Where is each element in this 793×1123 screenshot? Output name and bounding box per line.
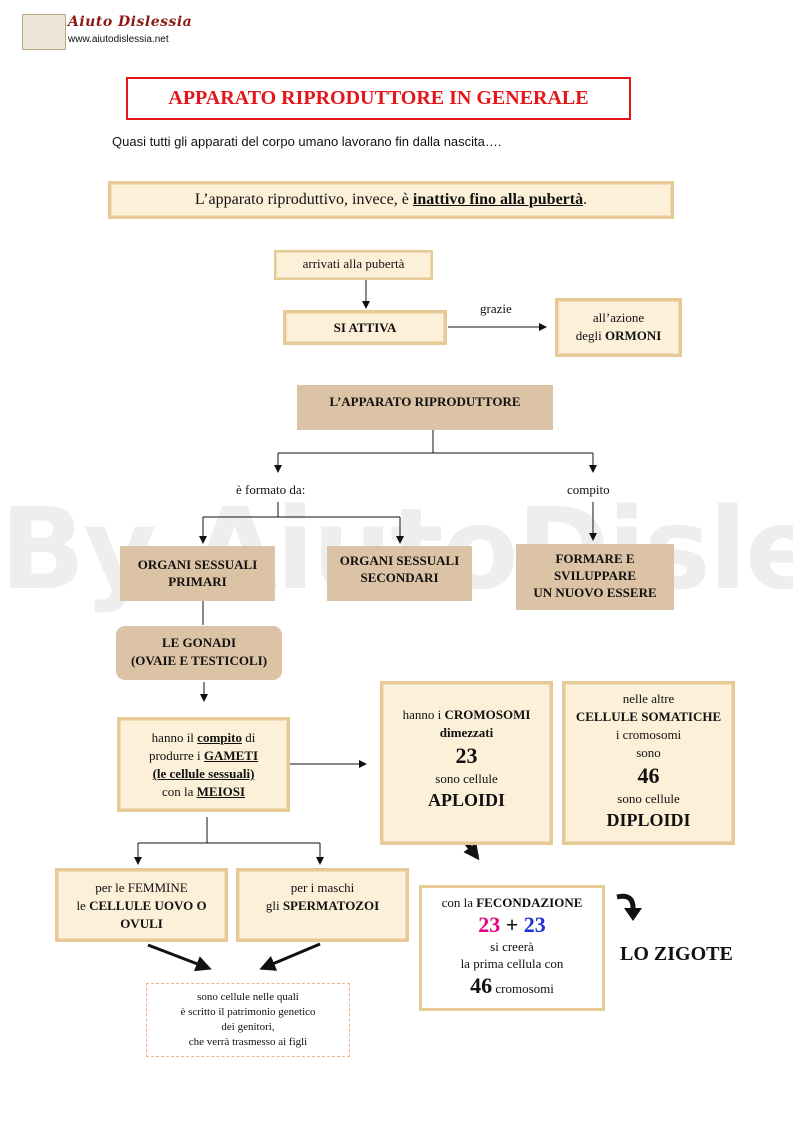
fertilization-l5: cromosomi [492, 981, 554, 996]
females-line1: per le FEMMINE [95, 880, 188, 895]
page-title: APPARATO RIPRODUTTORE IN GENERALE [126, 77, 631, 120]
fertilization-number-2: 23 [523, 912, 546, 937]
new-being-line3: UN NUOVO ESSERE [533, 585, 657, 600]
diploid-l4: sono [636, 745, 661, 760]
primary-organs-line1: ORGANI SESSUALI [137, 557, 258, 572]
gametes-l1-post: di [241, 730, 256, 745]
inactive-post: . [583, 191, 588, 208]
apparatus-box: L’APPARATO RIPRODUTTORE [297, 385, 553, 430]
fertilization-l1-pre: con la [441, 895, 477, 910]
diploid-box: nelle altre CELLULE SOMATICHE i cromosom… [562, 681, 735, 845]
gametes-l1-emph: compito [197, 730, 242, 745]
new-being-line1: FORMARE E [555, 551, 635, 566]
gonads-line2: (OVAIE E TESTICOLI) [130, 653, 268, 668]
fertilization-number-1: 23 [478, 912, 501, 937]
diploid-number: 46 [637, 763, 660, 788]
gametes-l2-emph: GAMETI [203, 748, 259, 763]
haploid-l1-pre: hanno i [402, 707, 445, 722]
haploid-l5: APLOIDI [427, 790, 505, 810]
diploid-l7: DIPLOIDI [606, 810, 691, 830]
activates-box: SI ATTIVA [283, 310, 447, 345]
secondary-organs-line1: ORGANI SESSUALI [339, 553, 460, 568]
primary-organs-box: ORGANI SESSUALI PRIMARI [120, 546, 275, 601]
inactive-box: L’apparato riproduttivo, invece, è inatt… [108, 181, 674, 219]
gametes-l4-pre: con la [161, 784, 197, 799]
males-line2-pre: gli [265, 898, 283, 913]
males-line2-bold: SPERMATOZOI [282, 898, 380, 913]
logo-image [22, 14, 66, 50]
gonads-box: LE GONADI (OVAIE E TESTICOLI) [116, 626, 282, 680]
puberty-box: arrivati alla pubertà [274, 250, 433, 280]
hormones-box: all’azione degli ORMONI [555, 298, 682, 357]
females-box: per le FEMMINE le CELLULE UOVO O OVULI [55, 868, 228, 942]
logo-title: Aiuto Dislessia [68, 14, 193, 30]
diploid-l1: nelle altre [622, 691, 675, 706]
secondary-organs-line2: SECONDARI [360, 570, 439, 585]
males-line1: per i maschi [290, 880, 355, 895]
females-line3: OVULI [120, 916, 163, 931]
fertilization-box: con la FECONDAZIONE 23 + 23 si creerà la… [419, 885, 605, 1011]
fertilization-number-3: 46 [470, 973, 493, 998]
haploid-l2: dimezzati [439, 725, 494, 740]
fertilization-plus: + [505, 912, 519, 937]
genetic-note: sono cellule nelle quali è scritto il pa… [146, 983, 350, 1057]
fertilization-l1-bold: FECONDAZIONE [476, 895, 583, 910]
gametes-l4-emph: MEIOSI [196, 784, 246, 799]
males-box: per i maschi gli SPERMATOZOI [236, 868, 409, 942]
hormones-line1: all’azione [592, 310, 645, 325]
new-being-box: FORMARE E SVILUPPARE UN NUOVO ESSERE [516, 544, 674, 610]
hormones-line2-pre: degli [575, 328, 605, 343]
genetic-l1: sono cellule nelle quali [197, 991, 299, 1003]
diploid-l2: CELLULE SOMATICHE [575, 709, 722, 724]
secondary-organs-box: ORGANI SESSUALI SECONDARI [327, 546, 472, 601]
intro-text: Quasi tutti gli apparati del corpo umano… [112, 134, 502, 149]
gametes-l2-pre: produrre i [148, 748, 204, 763]
genetic-l4: che verrà trasmesso ai figli [188, 1036, 308, 1048]
inactive-pre: L’apparato riproduttivo, invece, è [194, 191, 413, 208]
new-being-line2: SVILUPPARE [553, 568, 637, 583]
primary-organs-line2: PRIMARI [168, 574, 227, 589]
haploid-box: hanno i CROMOSOMI dimezzati 23 sono cell… [380, 681, 553, 845]
task-label: compito [567, 482, 610, 497]
logo-url: www.aiutodislessia.net [68, 34, 169, 45]
thanks-label: grazie [480, 301, 512, 316]
gametes-l3-emph: (le cellule sessuali) [152, 766, 255, 781]
inactive-emph: inattivo fino alla pubertà [412, 191, 584, 208]
diploid-l3: i cromosomi [615, 727, 682, 742]
genetic-l2: è scritto il patrimonio genetico [180, 1006, 316, 1018]
gonads-line1: LE GONADI [161, 635, 237, 650]
females-line2-pre: le [76, 898, 90, 913]
haploid-number: 23 [455, 743, 478, 768]
haploid-l4: sono cellule [435, 771, 498, 786]
fertilization-l4: la prima cellula con [460, 956, 564, 971]
genetic-l3: dei genitori, [221, 1021, 275, 1033]
zygote-label: LO ZIGOTE [620, 943, 733, 965]
fertilization-l3: si creerà [490, 939, 534, 954]
hormones-line2-bold: ORMONI [604, 328, 662, 343]
gametes-l1-pre: hanno il [151, 730, 198, 745]
diploid-l6: sono cellule [617, 791, 680, 806]
haploid-l1-bold: CROMOSOMI [444, 707, 531, 722]
formed-by-label: è formato da: [236, 482, 306, 497]
gametes-box: hanno il compito di produrre i GAMETI (l… [117, 717, 290, 812]
females-line2-bold: CELLULE UOVO O [89, 898, 207, 913]
